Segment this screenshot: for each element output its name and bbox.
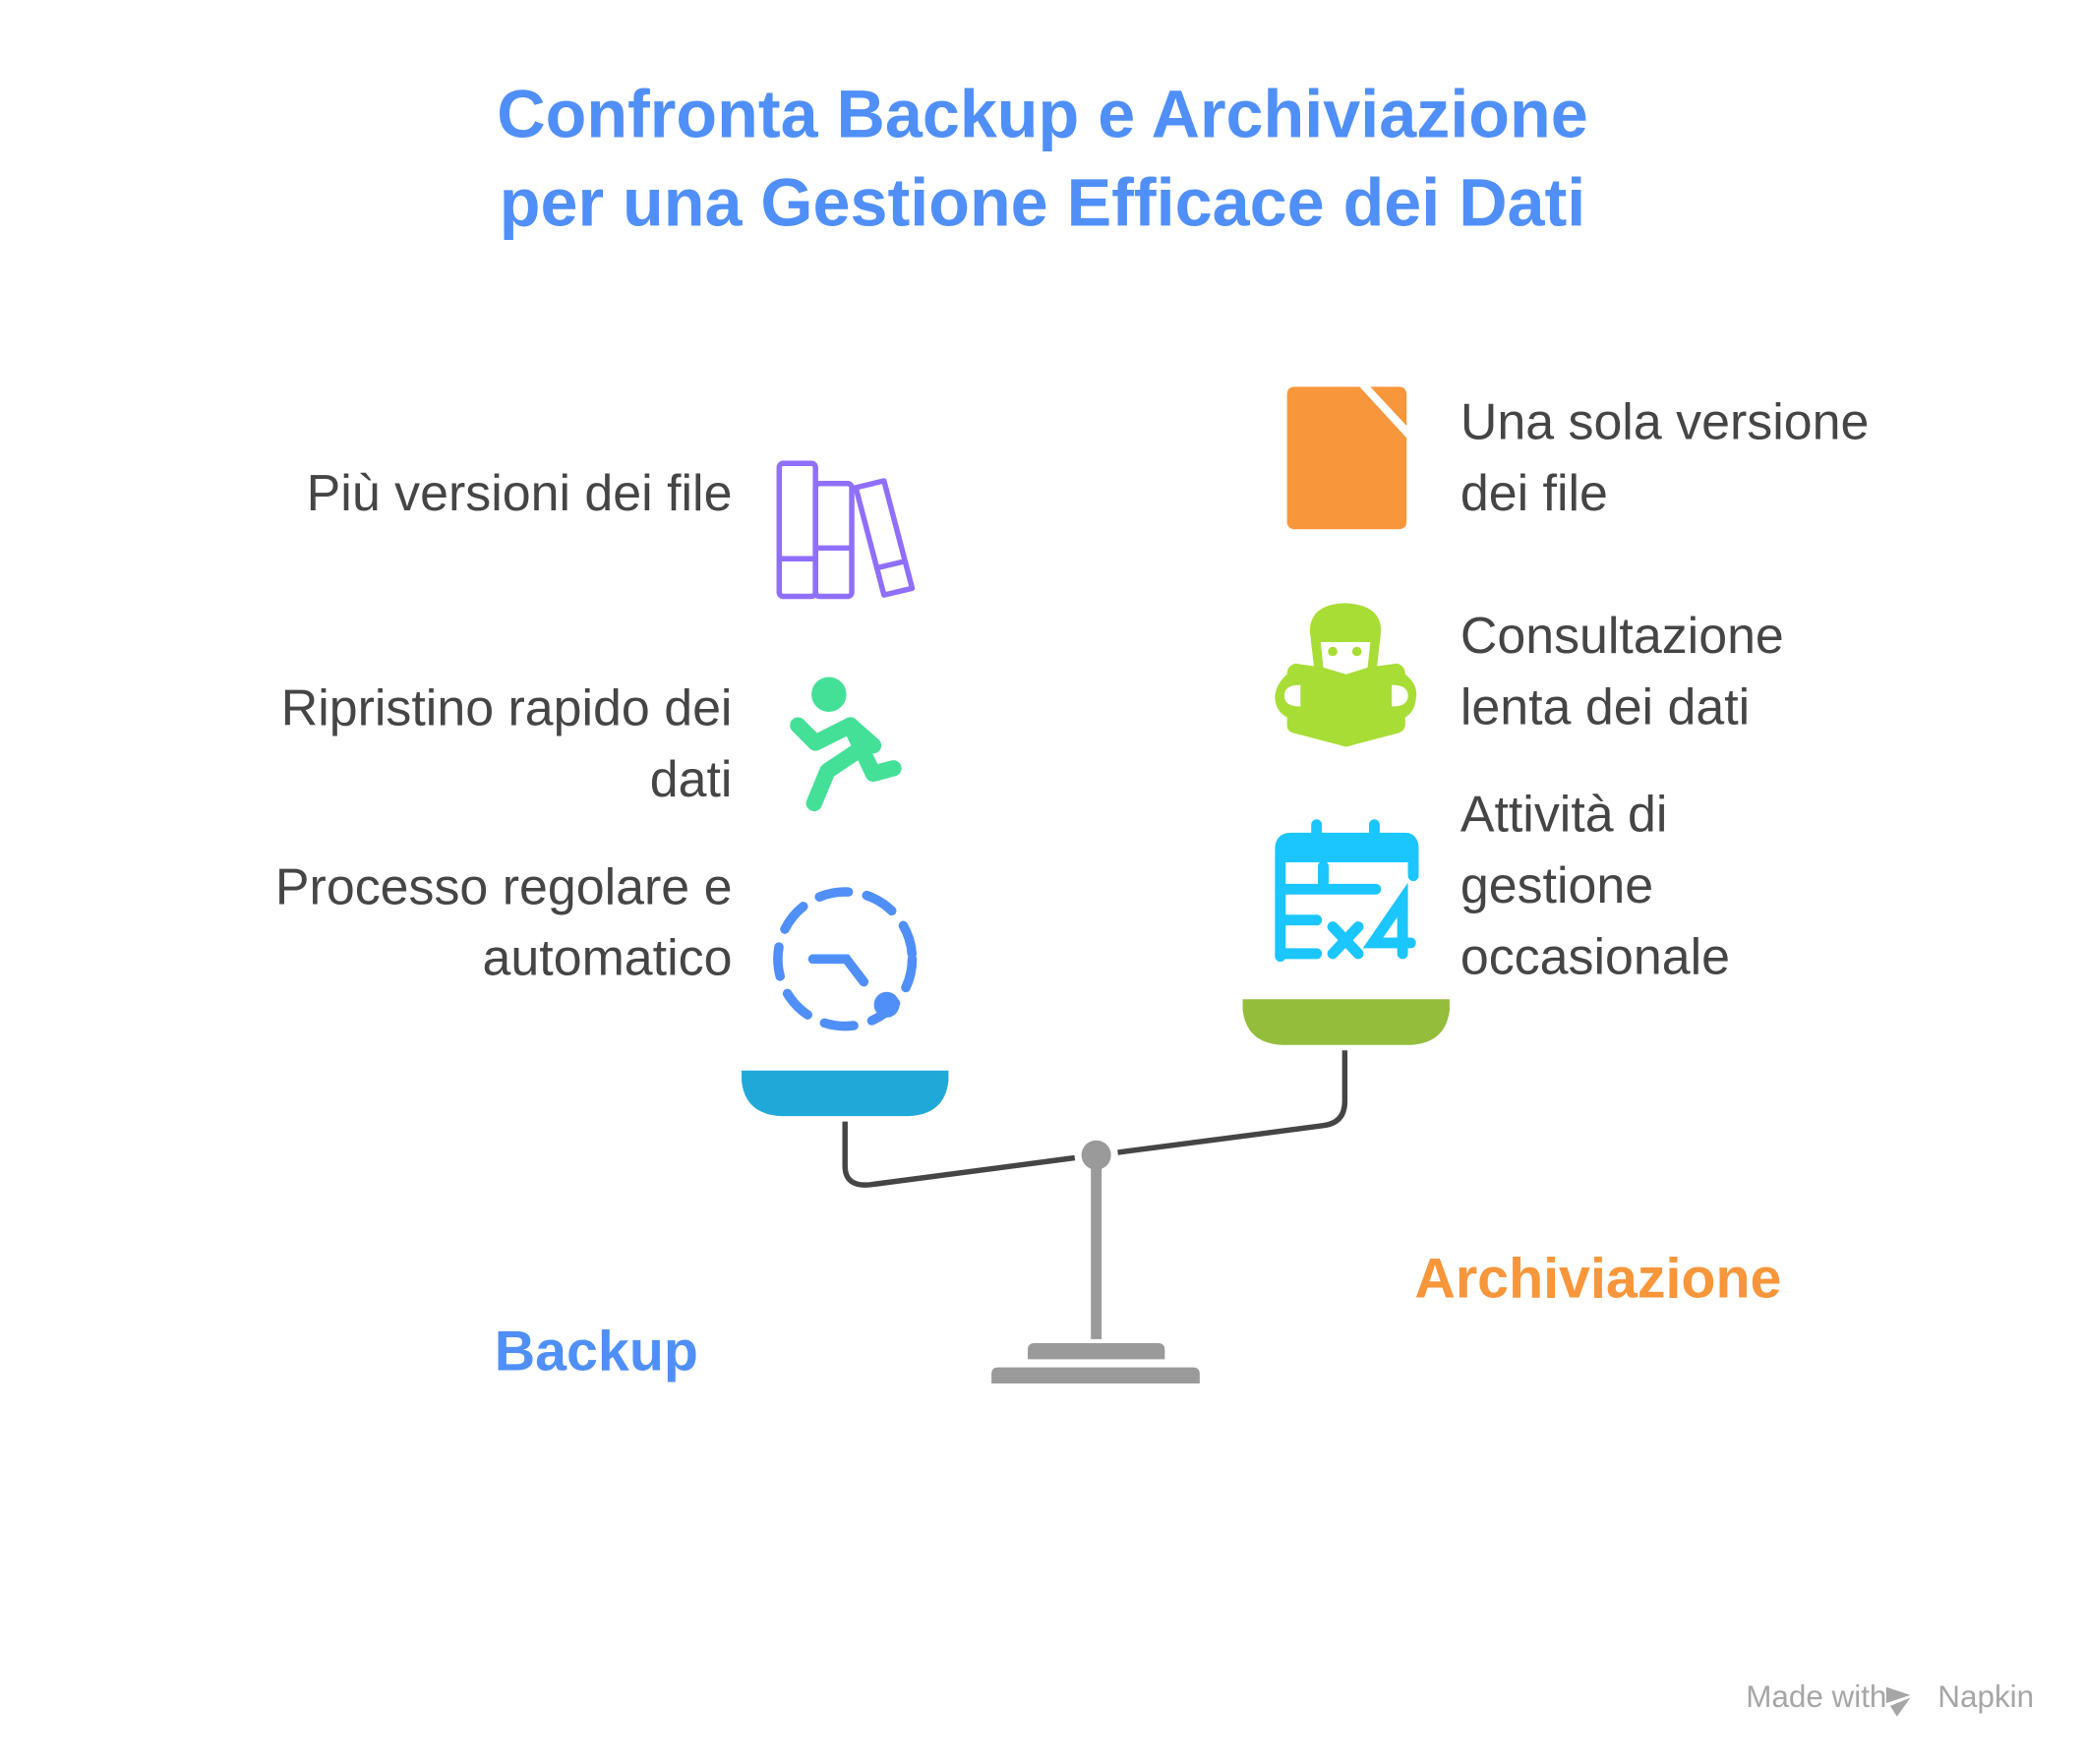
- right-item-1: Una sola versione dei file: [1460, 394, 1870, 523]
- dashed-clock-icon: [773, 887, 918, 1031]
- right-item-2: Consultazione lenta dei dati: [1460, 608, 1784, 736]
- made-with-text: Made with: [1746, 1678, 1887, 1715]
- running-person-icon: [790, 676, 902, 812]
- napkin-logo-icon: [1885, 1686, 1911, 1717]
- backup-pan: [742, 1070, 949, 1117]
- left-item-3: Processo regolare e automatico: [274, 859, 733, 988]
- left-item-1: Più versioni dei file: [306, 466, 733, 523]
- backup-label: Backup: [494, 1319, 698, 1382]
- file-icon: [1286, 386, 1407, 530]
- right-item-3: Attività di gestione occasionale: [1460, 787, 1730, 986]
- left-item-2: Ripristino rapido dei dati: [280, 680, 733, 809]
- archive-label: Archiviazione: [1414, 1246, 1782, 1310]
- title-line-1: Confronta Backup e Archiviazione: [497, 76, 1588, 152]
- page-title: Confronta Backup e Archiviazione per una …: [0, 70, 2085, 247]
- brand-text: Napkin: [1937, 1678, 2035, 1715]
- reader-icon: [1275, 603, 1417, 747]
- title-line-2: per una Gestione Efficace dei Dati: [499, 165, 1586, 241]
- books-icon: [776, 460, 916, 600]
- balance-scale: [742, 999, 1450, 1383]
- calendar-x4-icon: [1275, 819, 1419, 963]
- archive-pan: [1242, 999, 1450, 1045]
- footer: Made with Napkin: [1746, 1679, 2034, 1716]
